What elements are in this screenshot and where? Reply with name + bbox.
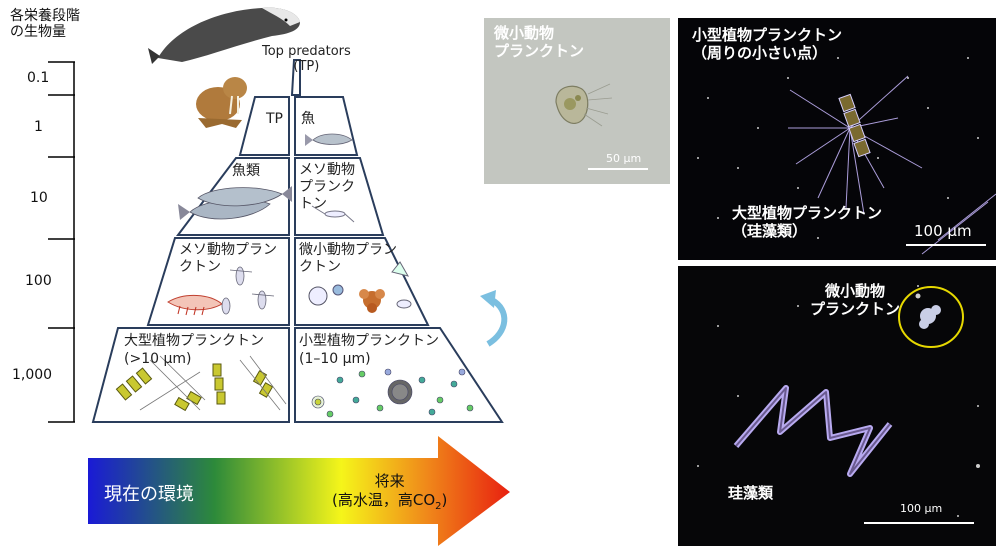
photo3-label-line1: 微小動物 [825,282,886,300]
tier4-left-line2: (>10 μm) [124,351,192,367]
y-tick-2: 10 [30,190,48,206]
microzooplankton-illustration [308,261,412,313]
tier1-left-label: TP [266,111,283,127]
photo-microzooplankton: 微小動物 プランクトン 50 µm [484,18,670,184]
future-line2: (高水温，高CO2) [332,491,447,516]
y-axis-title: 各栄養段階 の生物量 [10,8,80,40]
top-predators-label: Top predators (TP) [262,44,351,74]
cycle-arrow-icon [480,290,508,347]
tier1-right-label: 魚 [301,111,315,127]
photo2-scale-bar [906,244,986,246]
climate-gradient-arrow [88,436,510,546]
photo-diatoms: 微小動物 プランクトン 珪藻類 100 µm [678,266,996,546]
photo1-label-line2: プランクトン [494,42,585,60]
photo3-label: 微小動物 プランクトン [810,282,900,318]
tier4-left [91,327,290,423]
tier2-right-line3: トン [299,196,327,212]
tier3-left-label: メソ動物プラン クトン [179,242,277,276]
tier1-left [238,96,290,156]
y-tick-1: 1 [34,119,43,135]
tier2-right-line2: プランク [299,179,355,195]
photo2-scale-label: 100 µm [914,222,972,240]
tier4-right-label: 小型植物プランクトン (1–10 μm) [299,332,439,368]
tier3-right-line1: 微小動物プラン [299,242,397,258]
current-environment-label: 現在の環境 [104,484,194,505]
top-predators-line1: Top predators [262,44,351,59]
photo3-label-line2: プランクトン [810,300,901,318]
photo1-scale-label: 50 µm [606,152,642,165]
small-fish-illustration [305,133,353,146]
tier-top [290,59,301,96]
photo1-scale-bar [588,168,648,170]
photo2-diatom-line1: 大型植物プランクトン [732,204,883,222]
walrus-illustration [196,77,247,128]
y-axis-title-line2: の生物量 [10,24,66,40]
tier3-right-line2: クトン [299,259,341,275]
tier3-right-label: 微小動物プラン クトン [299,242,397,276]
tier2-left-label: 魚類 [232,163,260,179]
y-axis-title-line1: 各栄養段階 [10,8,80,24]
photo-phytoplankton: 小型植物プランクトン （周りの小さい点） 大型植物プランクトン （珪藻類） 10… [678,18,996,260]
photo2-label-line2: （周りの小さい点） [692,44,828,62]
y-tick-4: 1,000 [12,367,53,383]
tier4-left-line1: 大型植物プランクトン [124,333,264,349]
photo2-diatom-line2: （珪藻類） [732,222,808,240]
photo2-label-line1: 小型植物プランクトン [692,26,843,44]
diatom-chain-illustration [115,355,287,412]
tier3-left-line2: クトン [179,259,221,275]
future-label: 将来 (高水温，高CO2) [332,472,447,516]
diatom-chain-image [697,57,996,255]
zigzag-diatom-image [697,285,980,517]
photo3-diatom-label: 珪藻類 [728,484,774,502]
tier2-right [294,157,385,236]
photo3-scale-label: 100 µm [900,502,943,515]
tier3-right [294,237,430,326]
ciliate-cell-image [555,83,613,127]
future-line2-a: (高水温，高CO [332,491,436,509]
photo3-scale-bar [864,522,974,524]
krill-illustration [167,266,275,316]
tier3-left-line1: メソ動物プラン [179,242,277,258]
co2-subscript: 2 [435,501,442,512]
copepod-illustration [311,205,355,223]
tier2-right-label: メソ動物 プランク トン [299,162,355,213]
y-axis-ruler [48,61,75,423]
tier4-right-line1: 小型植物プランクトン [299,333,439,349]
top-predators-line2: (TP) [293,59,320,74]
photo2-label: 小型植物プランクトン （周りの小さい点） [692,26,842,62]
whale-illustration [148,7,300,64]
future-line1: 将来 [374,472,405,490]
photo1-label-line1: 微小動物 [494,24,555,42]
y-tick-3: 100 [25,273,52,289]
photo2-diatom-label: 大型植物プランクトン （珪藻類） [732,204,882,240]
future-line2-b: ) [441,491,448,509]
tier4-left-label: 大型植物プランクトン (>10 μm) [124,332,264,368]
photo1-label: 微小動物 プランクトン [494,24,584,60]
y-tick-0: 0.1 [27,70,50,86]
tier4-right-line2: (1–10 μm) [299,351,371,367]
fish-illustration [178,186,292,220]
tier2-right-line1: メソ動物 [299,162,355,178]
tier4-right [294,327,504,423]
trophic-pyramid [91,7,508,423]
small-phytoplankton-illustration [311,368,474,418]
